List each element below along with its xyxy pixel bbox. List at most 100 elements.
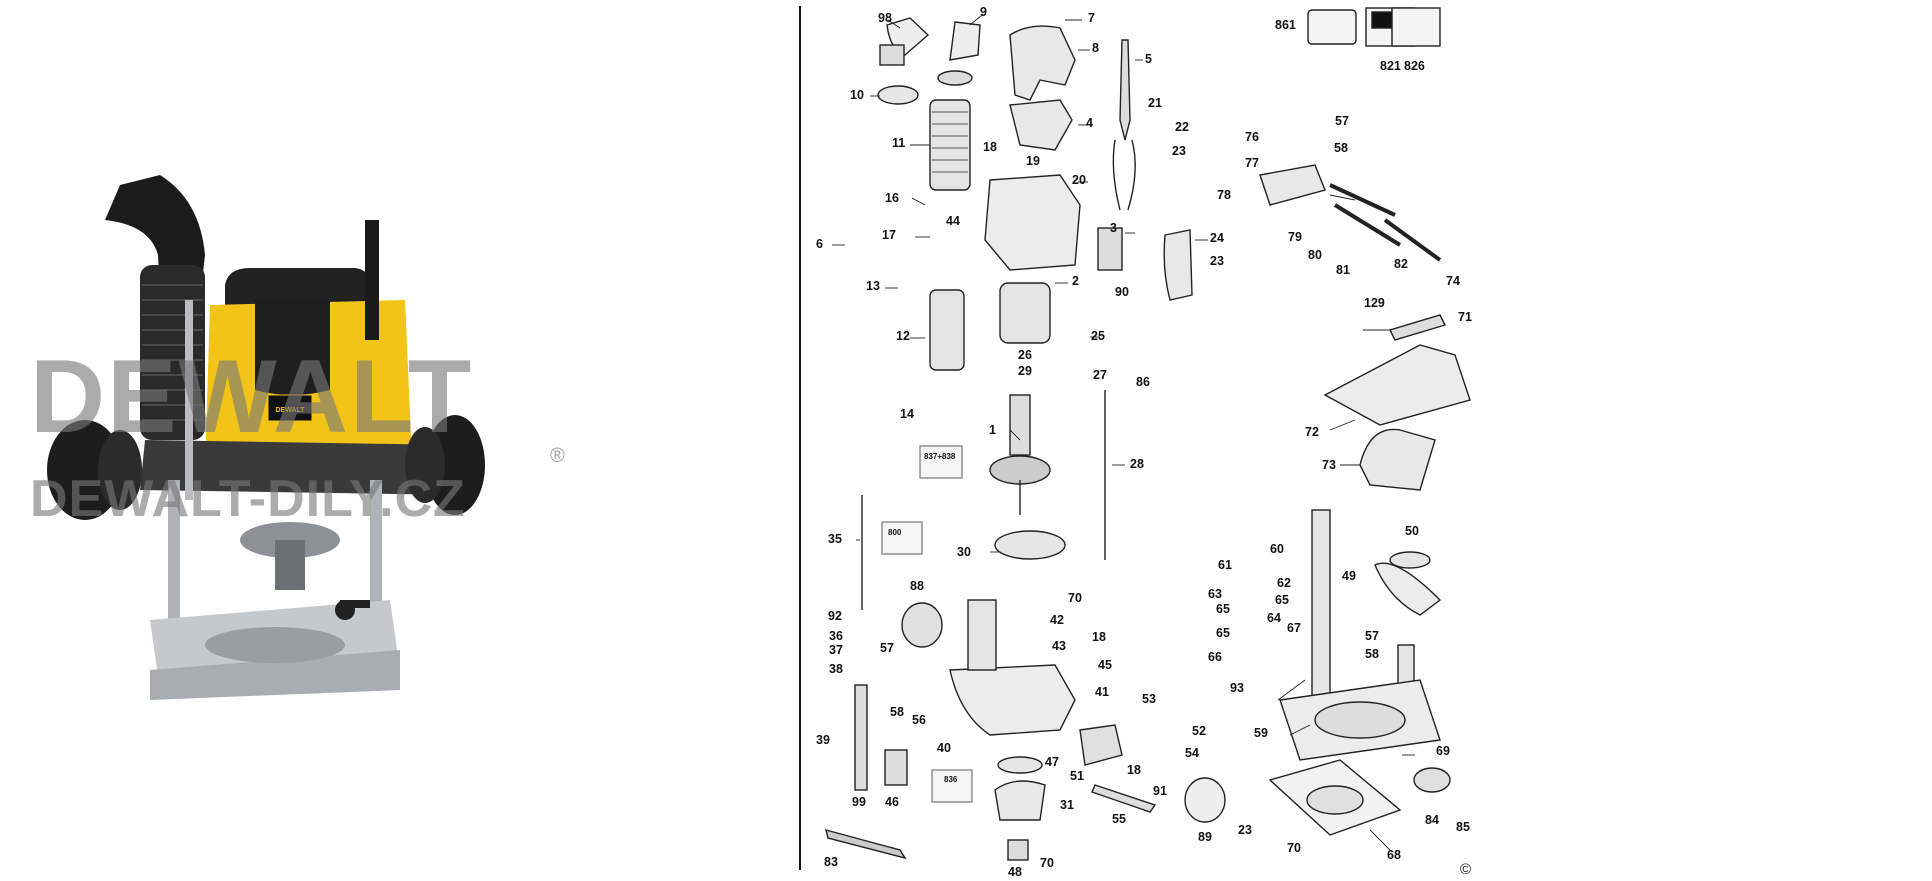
part-label-85: 85 — [1456, 820, 1470, 834]
part-label-63: 63 — [1208, 587, 1222, 601]
part-label-79: 79 — [1288, 230, 1302, 244]
part-label-12: 12 — [896, 329, 910, 343]
part-label-13: 13 — [866, 279, 880, 293]
part-label-18c: 18 — [1127, 763, 1141, 777]
part-label-56: 56 — [912, 713, 926, 727]
part-label-826: 826 — [1404, 59, 1425, 73]
part-label-3: 3 — [1110, 221, 1117, 235]
part-label-52: 52 — [1192, 724, 1206, 738]
part-label-19: 19 — [1026, 154, 1040, 168]
part-label-57b: 57 — [1335, 114, 1349, 128]
part-label-6: 6 — [816, 237, 823, 251]
part-label-60: 60 — [1270, 542, 1284, 556]
part-label-67: 67 — [1287, 621, 1301, 635]
part-label-64: 64 — [1267, 611, 1281, 625]
part-label-5: 5 — [1145, 52, 1152, 66]
part-label-65c: 65 — [1216, 626, 1230, 640]
part-label-86: 86 — [1136, 375, 1150, 389]
part-label-37: 37 — [829, 643, 843, 657]
part-label-26: 26 — [1018, 348, 1032, 362]
part-label-50: 50 — [1405, 524, 1419, 538]
part-label-16: 16 — [885, 191, 899, 205]
part-label-51: 51 — [1070, 769, 1084, 783]
part-label-9: 9 — [980, 5, 987, 19]
part-label-45: 45 — [1098, 658, 1112, 672]
part-label-65b: 65 — [1275, 593, 1289, 607]
part-label-48: 48 — [1008, 865, 1022, 876]
part-label-69: 69 — [1436, 744, 1450, 758]
box-label-837-838: 837+838 — [924, 452, 956, 461]
part-label-83: 83 — [824, 855, 838, 869]
part-label-821: 821 — [1380, 59, 1401, 73]
part-label-59: 59 — [1254, 726, 1268, 740]
part-label-1: 1 — [989, 423, 996, 437]
part-label-23c: 23 — [1238, 823, 1252, 837]
part-label-54: 54 — [1185, 746, 1199, 760]
part-label-2: 2 — [1072, 274, 1079, 288]
part-label-73: 73 — [1322, 458, 1336, 472]
part-label-55: 55 — [1112, 812, 1126, 826]
part-label-21: 21 — [1148, 96, 1162, 110]
part-label-18b: 18 — [1092, 630, 1106, 644]
part-label-10: 10 — [850, 88, 864, 102]
part-label-70b: 70 — [1040, 856, 1054, 870]
part-label-70c: 70 — [1287, 841, 1301, 855]
part-label-72: 72 — [1305, 425, 1319, 439]
router-illustration: DEWALT — [47, 175, 485, 700]
part-label-47: 47 — [1045, 755, 1059, 769]
option-box-labels: 837+838 800 836 — [888, 452, 958, 784]
part-label-23a: 23 — [1172, 144, 1186, 158]
part-label-38: 38 — [829, 662, 843, 676]
product-label: DEWALT — [275, 407, 305, 414]
part-label-98: 98 — [878, 11, 892, 25]
part-label-31: 31 — [1060, 798, 1074, 812]
part-label-861: 861 — [1275, 18, 1296, 32]
part-label-20: 20 — [1072, 173, 1086, 187]
part-label-22: 22 — [1175, 120, 1189, 134]
part-label-17: 17 — [882, 228, 896, 242]
part-label-57a: 57 — [880, 641, 894, 655]
part-label-58a: 58 — [890, 705, 904, 719]
part-label-36: 36 — [829, 629, 843, 643]
part-label-82: 82 — [1394, 257, 1408, 271]
part-label-61: 61 — [1218, 558, 1232, 572]
part-label-80: 80 — [1308, 248, 1322, 262]
part-label-77: 77 — [1245, 156, 1259, 170]
part-label-81: 81 — [1336, 263, 1350, 277]
part-label-84: 84 — [1425, 813, 1439, 827]
part-label-58c: 58 — [1365, 647, 1379, 661]
part-label-71: 71 — [1458, 310, 1472, 324]
part-label-91: 91 — [1153, 784, 1167, 798]
part-label-24: 24 — [1210, 231, 1224, 245]
part-label-39: 39 — [816, 733, 830, 747]
exploded-parts-diagram: 837+838 800 836 989781052141118192223201… — [816, 5, 1472, 876]
parts-artwork — [825, 7, 1471, 861]
part-label-78: 78 — [1217, 188, 1231, 202]
part-label-62: 62 — [1277, 576, 1291, 590]
part-label-70a: 70 — [1068, 591, 1082, 605]
part-label-29: 29 — [1018, 364, 1032, 378]
box-label-836: 836 — [944, 775, 958, 784]
part-label-74: 74 — [1446, 274, 1460, 288]
part-label-25: 25 — [1091, 329, 1105, 343]
part-label-99: 99 — [852, 795, 866, 809]
part-label-129: 129 — [1364, 296, 1385, 310]
part-label-35: 35 — [828, 532, 842, 546]
part-label-49: 49 — [1342, 569, 1356, 583]
part-label-11: 11 — [892, 136, 905, 150]
part-label-65a: 65 — [1216, 602, 1230, 616]
part-label-14: 14 — [900, 407, 914, 421]
box-label-800: 800 — [888, 528, 902, 537]
part-label-8: 8 — [1092, 41, 1099, 55]
part-label-40: 40 — [937, 741, 951, 755]
part-label-27: 27 — [1093, 368, 1107, 382]
part-label-68: 68 — [1387, 848, 1401, 862]
part-label-41: 41 — [1095, 685, 1109, 699]
part-label-44: 44 — [946, 214, 960, 228]
part-label-42: 42 — [1050, 613, 1064, 627]
part-label-58b: 58 — [1334, 141, 1348, 155]
part-label-53: 53 — [1142, 692, 1156, 706]
part-label-30: 30 — [957, 545, 971, 559]
part-label-76: 76 — [1245, 130, 1259, 144]
part-label-23b: 23 — [1210, 254, 1224, 268]
